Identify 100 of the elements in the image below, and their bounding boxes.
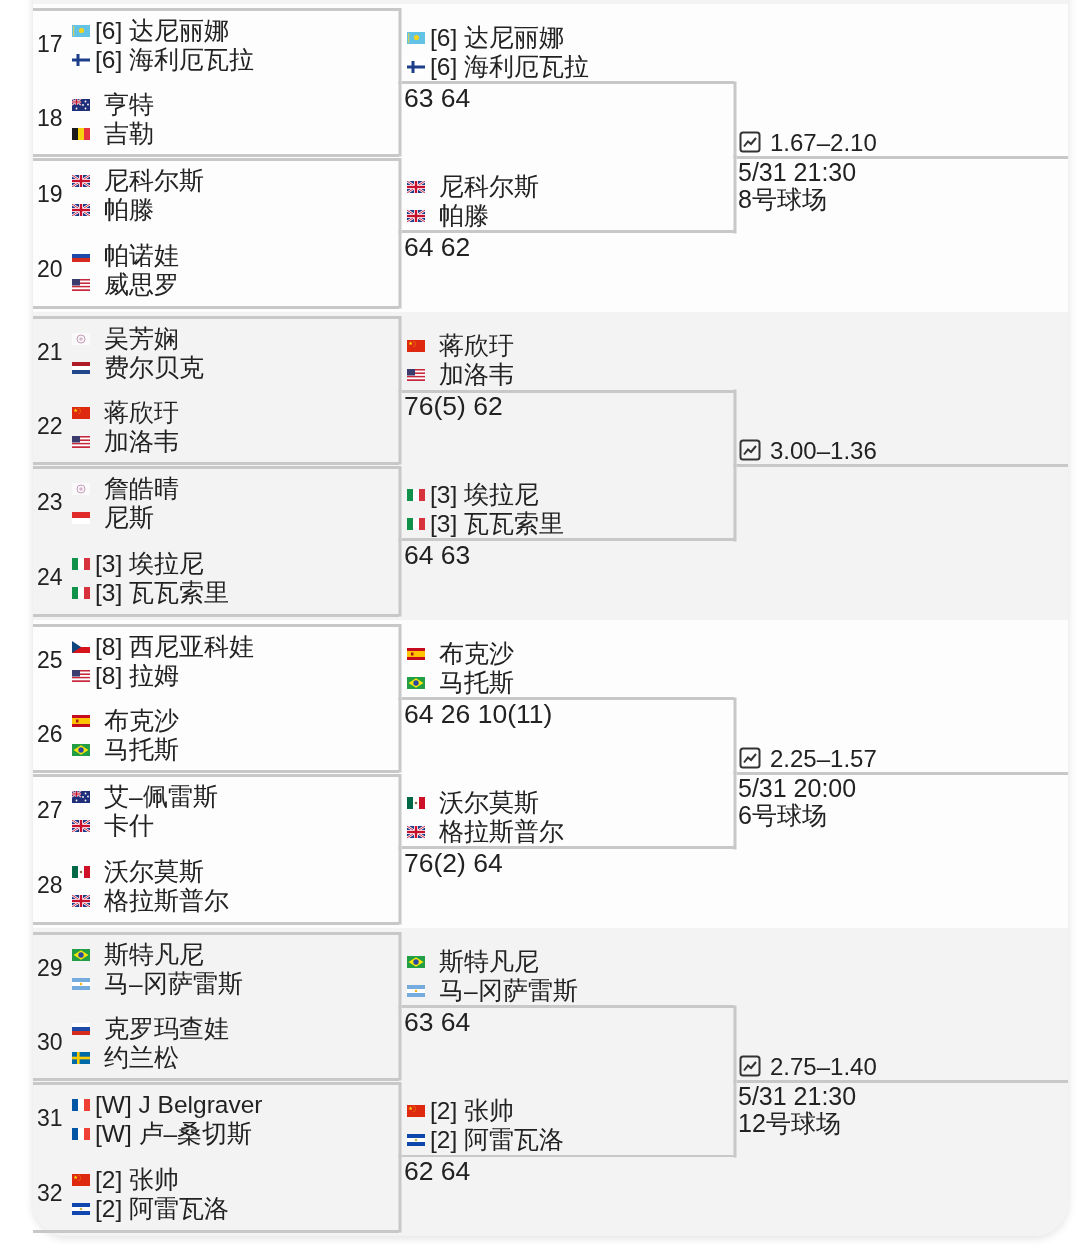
player-name: [8] 拉姆	[95, 661, 180, 690]
bracket-line	[397, 230, 403, 309]
draw-number: 24	[37, 562, 63, 592]
court-name: 8号球场	[737, 185, 828, 213]
player-name: 马托斯	[104, 735, 179, 764]
match-time: 5/31 20:00	[737, 774, 858, 802]
bracket-line	[397, 316, 403, 393]
player-name: 尼科尔斯	[104, 166, 204, 195]
bracket-line	[397, 81, 403, 157]
bracket-line	[732, 1079, 738, 1158]
player-name: 马–冈萨雷斯	[439, 976, 578, 1005]
match-score: 64 62	[403, 233, 472, 261]
player-name: 格拉斯普尔	[104, 886, 229, 915]
odds-text: 2.75–1.40	[770, 1052, 877, 1080]
match-time: 5/31 21:30	[737, 158, 858, 186]
bracket-line	[732, 697, 738, 775]
player-name: 吉勒	[104, 119, 154, 148]
player-name: [2] 张帅	[95, 1165, 180, 1194]
bracket-line	[397, 466, 403, 542]
bracket-slot	[736, 436, 1068, 467]
player-name: [3] 瓦瓦索里	[95, 578, 230, 607]
bracket-line	[732, 155, 738, 234]
player-name: 克罗玛查娃	[104, 1014, 229, 1043]
bracket-line	[732, 463, 738, 542]
draw-number: 18	[37, 103, 63, 133]
player-name: 马–冈萨雷斯	[104, 969, 243, 998]
player-name: [6] 海利厄瓦拉	[430, 52, 590, 81]
draw-number: 23	[37, 487, 63, 517]
player-name: [6] 达尼丽娜	[430, 23, 565, 52]
odds-text: 2.25–1.57	[770, 744, 877, 772]
player-name: [6] 海利厄瓦拉	[95, 45, 255, 74]
player-name: 斯特凡尼	[104, 940, 204, 969]
bracket-line	[397, 538, 403, 617]
bracket-line	[397, 697, 403, 773]
draw-number: 31	[37, 1103, 63, 1133]
player-name: 加洛韦	[104, 427, 179, 456]
match-score: 63 64	[403, 1008, 472, 1036]
draw-number: 25	[37, 645, 63, 675]
player-name: 加洛韦	[439, 360, 514, 389]
player-name: [2] 阿雷瓦洛	[430, 1125, 565, 1154]
player-name: 布克沙	[104, 706, 179, 735]
match-score: 62 64	[403, 1157, 472, 1185]
player-name: 艾–佩雷斯	[104, 782, 218, 811]
bracket-line	[732, 81, 738, 159]
match-time: 5/31 21:30	[737, 1082, 858, 1110]
player-name: 沃尔莫斯	[439, 788, 539, 817]
player-name: [W] J Belgraver	[95, 1090, 263, 1119]
bracket-line	[397, 1082, 403, 1158]
match-score: 64 26 10(11)	[403, 700, 554, 728]
player-name: [W] 卢–桑切斯	[95, 1119, 253, 1148]
player-name: 布克沙	[439, 639, 514, 668]
player-name: 尼科尔斯	[439, 172, 539, 201]
draw-number: 22	[37, 411, 63, 441]
player-name: 亨特	[104, 90, 154, 119]
match-score: 76(2) 64	[403, 849, 504, 877]
player-name: 帕滕	[439, 201, 489, 230]
bracket-line	[732, 1005, 738, 1083]
player-name: 卡什	[104, 811, 154, 840]
draw-number: 32	[37, 1178, 63, 1208]
draw-number: 20	[37, 254, 63, 284]
player-name: 沃尔莫斯	[104, 857, 204, 886]
player-name: 帕诺娃	[104, 241, 179, 270]
bracket-line	[397, 389, 403, 465]
bracket-line	[397, 158, 403, 234]
player-name: [3] 埃拉尼	[430, 480, 540, 509]
player-name: [2] 张帅	[430, 1096, 515, 1125]
match-score: 63 64	[403, 84, 472, 112]
draw-number: 17	[37, 29, 63, 59]
match-score: 64 63	[403, 541, 472, 569]
player-name: 格拉斯普尔	[439, 817, 564, 846]
player-name: 尼斯	[104, 503, 154, 532]
draw-number: 29	[37, 953, 63, 983]
bracket-line	[397, 8, 403, 85]
bracket-line	[397, 932, 403, 1009]
player-name: 吴芳娴	[104, 324, 179, 353]
bracket-line	[397, 1005, 403, 1081]
player-name: 蒋欣玗	[104, 398, 179, 427]
draw-number: 30	[37, 1027, 63, 1057]
draw-number: 26	[37, 719, 63, 749]
draw-number: 21	[37, 337, 63, 367]
player-name: 约兰松	[104, 1043, 179, 1072]
player-name: 詹皓晴	[104, 474, 179, 503]
bracket-line	[397, 846, 403, 925]
draw-number: 27	[37, 795, 63, 825]
bracket-line	[397, 774, 403, 850]
player-name: [2] 阿雷瓦洛	[95, 1194, 230, 1223]
bracket-line	[732, 771, 738, 850]
draw-number: 28	[37, 870, 63, 900]
court-name: 6号球场	[737, 801, 828, 829]
bracket-line	[732, 389, 738, 467]
bracket-line	[397, 624, 403, 701]
player-name: [3] 瓦瓦索里	[430, 509, 565, 538]
draw-number: 19	[37, 179, 63, 209]
player-name: 威思罗	[104, 270, 179, 299]
match-score: 76(5) 62	[403, 392, 504, 420]
player-name: [8] 西尼亚科娃	[95, 632, 255, 661]
odds-text: 3.00–1.36	[770, 436, 877, 464]
player-name: 马托斯	[439, 668, 514, 697]
player-name: [3] 埃拉尼	[95, 549, 205, 578]
bracket-line	[397, 1154, 403, 1233]
